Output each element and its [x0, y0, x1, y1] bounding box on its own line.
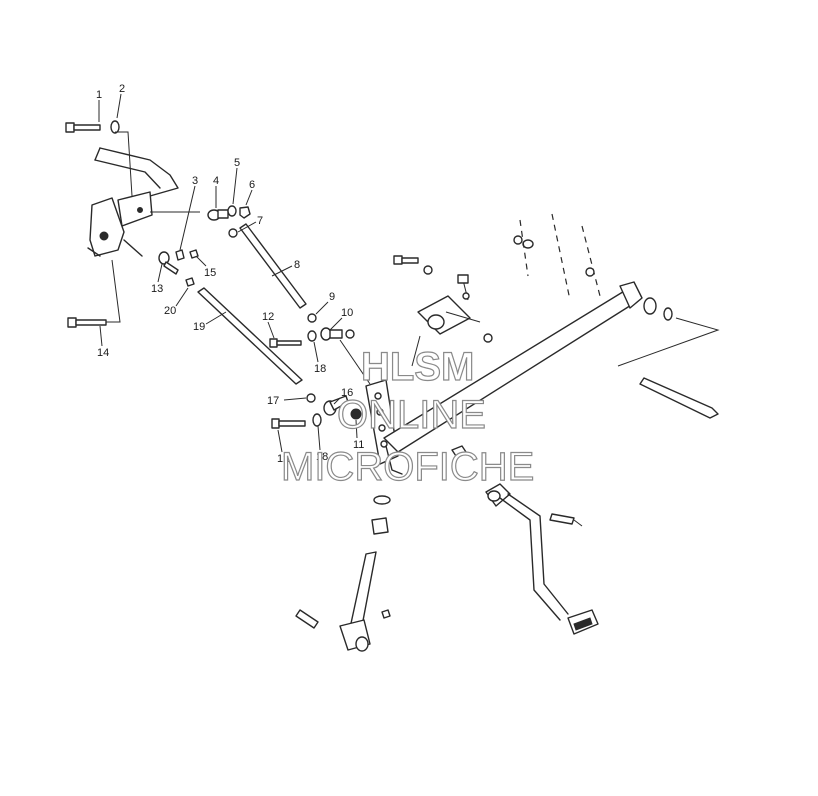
rod-end-13	[158, 251, 179, 275]
spindle	[339, 551, 377, 652]
callout-5: 5	[234, 157, 240, 169]
bushing-right	[643, 297, 657, 315]
steering-post	[383, 281, 643, 475]
tie-rod-end-4	[207, 209, 229, 221]
callout-20: 20	[164, 305, 176, 317]
bushing-lower	[371, 517, 389, 535]
callout-4: 4	[213, 175, 219, 187]
watermark-line-2: ONLINE	[337, 393, 486, 437]
bolt-1	[65, 122, 101, 133]
nut-6	[239, 206, 251, 219]
bolt-12-lower	[271, 418, 306, 429]
tie-rod-8	[239, 223, 307, 309]
watermark: HLSM ONLINE MICROFICHE	[280, 344, 535, 489]
callout-13: 13	[151, 283, 163, 295]
callout-labels: 1 2 3 4 5 6 7 8 9 10 11 12 12 13 14 15 1…	[96, 83, 364, 465]
callout-18-upper: 18	[314, 363, 326, 375]
callout-9: 9	[329, 291, 335, 303]
watermark-line-1: HLSM	[361, 345, 474, 389]
o-ring	[373, 495, 391, 505]
washer-18-lower	[312, 413, 322, 427]
callout-16: 16	[341, 387, 353, 399]
watermark-line-3: MICROFICHE	[281, 445, 534, 489]
pivot-bracket	[417, 295, 471, 335]
bolt-right-upper	[393, 255, 419, 265]
nut-9	[307, 313, 317, 323]
tie-rod-19	[197, 287, 303, 385]
frame-bracket	[87, 147, 179, 257]
callout-14: 14	[97, 347, 109, 359]
bolt-14	[67, 317, 107, 328]
washer-3	[175, 249, 185, 261]
callout-8: 8	[294, 259, 300, 271]
washer-5	[227, 205, 237, 217]
brake-pedal	[485, 483, 599, 635]
callout-2: 2	[119, 83, 125, 95]
bolt-12-upper	[269, 338, 302, 348]
callout-3: 3	[192, 175, 198, 187]
callout-1: 1	[96, 89, 102, 101]
callout-10: 10	[341, 307, 353, 319]
callout-18-lower: 18	[316, 451, 328, 463]
callout-12-lower: 12	[277, 453, 289, 465]
washer-2	[110, 120, 120, 134]
callout-19: 19	[193, 321, 205, 333]
ring-right	[663, 307, 673, 321]
pin-lower	[295, 609, 319, 629]
callout-11: 11	[353, 439, 364, 451]
callout-15: 15	[204, 267, 216, 279]
long-pin	[639, 377, 719, 419]
washer-18-upper	[307, 330, 317, 342]
callout-17: 17	[267, 395, 279, 407]
callout-6: 6	[249, 179, 255, 191]
nut-20	[185, 277, 195, 287]
callout-7: 7	[257, 215, 263, 227]
nut-7	[228, 228, 238, 238]
callout-12-upper: 12	[262, 311, 274, 323]
rod-end-10	[320, 327, 343, 341]
rod-end-16	[323, 395, 349, 416]
nut-17	[306, 393, 316, 403]
